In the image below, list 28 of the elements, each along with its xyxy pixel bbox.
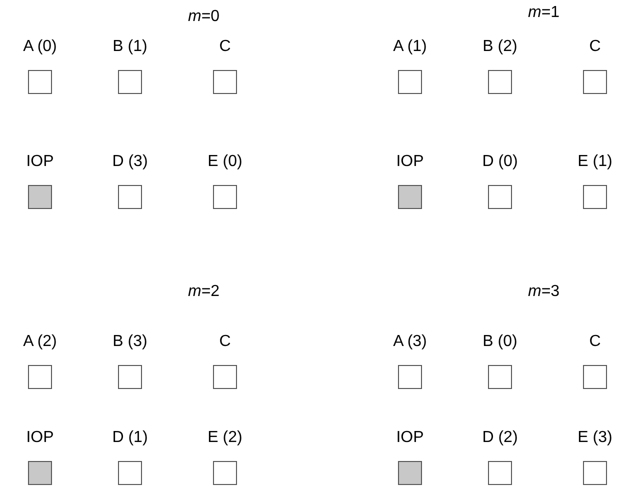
node-label: C [589,333,601,351]
panel-title: m=0 [188,8,220,26]
node-label: IOP [26,429,54,447]
node-label: A (3) [393,333,427,351]
node-label: B (0) [482,333,518,351]
node-label: D (2) [482,429,518,447]
node-label: D (1) [112,429,148,447]
node-label: A (0) [23,38,57,56]
node-label: A (1) [393,38,427,56]
panel-title: m=3 [528,283,560,301]
node-label: D (3) [112,153,148,171]
node-label: B (1) [112,38,148,56]
node-label: E (3) [578,429,612,447]
node-label: E (2) [208,429,242,447]
node-label: E (1) [578,153,612,171]
panel-title: m=2 [188,283,220,301]
node-label: C [219,333,231,351]
node-label: IOP [396,429,424,447]
node-label: C [219,38,231,56]
panel-title: m=1 [528,4,560,22]
node-label: IOP [396,153,424,171]
node-label: C [589,38,601,56]
node-label: E (0) [208,153,242,171]
node-label: D (0) [482,153,518,171]
node-label: IOP [26,153,54,171]
node-label: A (2) [23,333,57,351]
node-label: B (3) [112,333,148,351]
node-label: B (2) [482,38,518,56]
